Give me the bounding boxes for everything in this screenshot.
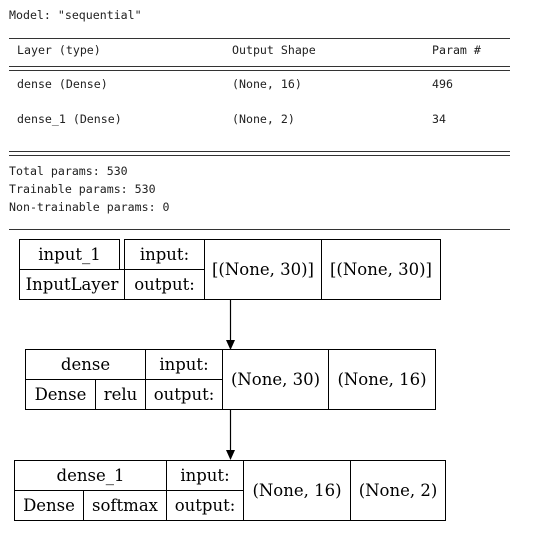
node-dense-1-type: Dense [14, 490, 84, 521]
top-rule [9, 38, 510, 39]
arrow-dense-to-dense-1 [226, 410, 235, 460]
node-input-1-name: input_1 [19, 239, 120, 270]
row-params-dense: 496 [432, 77, 453, 91]
footer-double-rule [9, 151, 510, 156]
node-input-1-output-shape: [(None, 30)] [321, 239, 441, 300]
row-params-dense-1: 34 [432, 112, 446, 126]
node-dense-name: dense [25, 349, 146, 380]
row-layer-dense-1: dense_1 (Dense) [17, 112, 122, 126]
header-layer-type: Layer (type) [17, 43, 101, 57]
model-name-line: Model: "sequential" [9, 8, 142, 22]
node-dense-output-shape: (None, 16) [328, 349, 436, 410]
node-input-1-input-label: input: [124, 239, 205, 270]
row-output-dense: (None, 16) [232, 77, 302, 91]
trainable-params: Trainable params: 530 [9, 182, 156, 196]
node-input-1-output-label: output: [124, 269, 205, 300]
node-dense-1-output-shape: (None, 2) [350, 460, 446, 521]
non-trainable-params: Non-trainable params: 0 [9, 200, 170, 214]
node-dense-1-activation: softmax [83, 490, 167, 521]
node-dense-type: Dense [25, 379, 96, 410]
row-layer-dense: dense (Dense) [17, 77, 108, 91]
header-output-shape: Output Shape [232, 43, 316, 57]
node-dense-1-input-shape: (None, 16) [243, 460, 351, 521]
arrow-input-to-dense [226, 300, 235, 350]
node-dense-1-output-label: output: [166, 490, 244, 521]
node-dense-1-input-label: input: [166, 460, 244, 491]
node-dense-input-label: input: [145, 349, 223, 380]
header-param-count: Param # [432, 43, 481, 57]
node-input-1-type: InputLayer [19, 269, 125, 300]
bottom-rule [9, 229, 510, 230]
node-dense-input-shape: (None, 30) [222, 349, 329, 410]
node-dense-activation: relu [95, 379, 146, 410]
header-double-rule [9, 66, 510, 71]
node-dense-1-name: dense_1 [14, 460, 167, 491]
node-dense-output-label: output: [145, 379, 223, 410]
total-params: Total params: 530 [9, 164, 128, 178]
row-output-dense-1: (None, 2) [232, 112, 295, 126]
node-input-1-input-shape: [(None, 30)] [204, 239, 322, 300]
